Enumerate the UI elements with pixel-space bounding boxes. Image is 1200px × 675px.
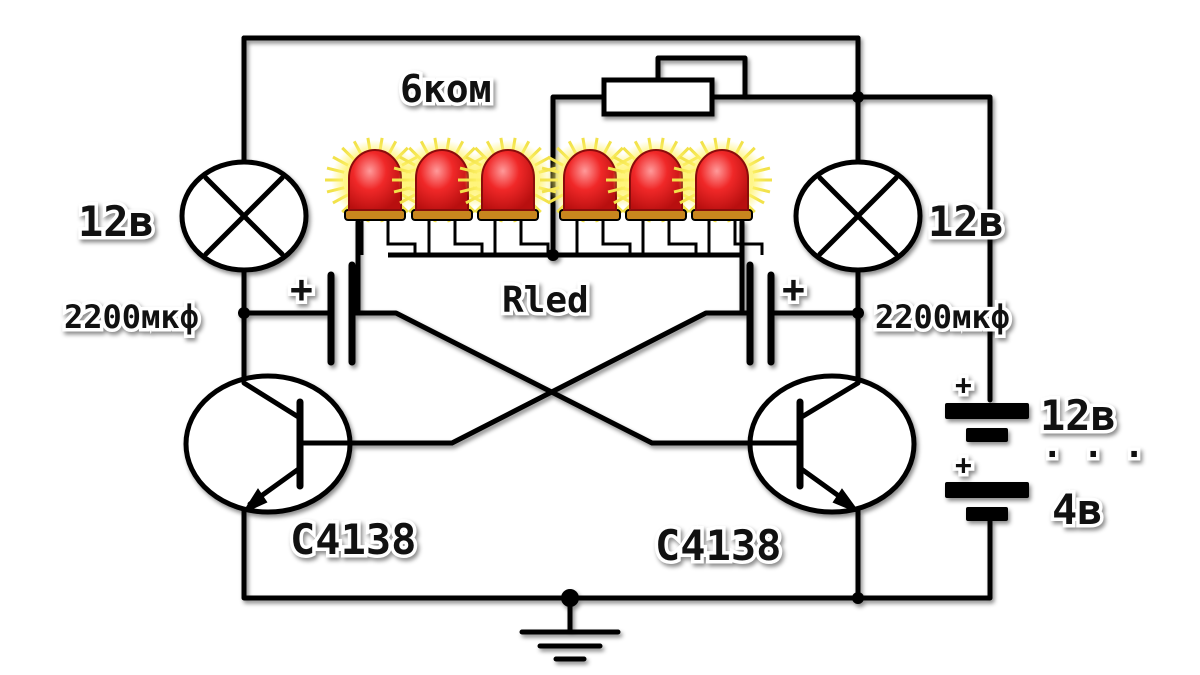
battery-4v-label: 4в [1052,485,1103,534]
lamp-right-label: 12в [928,197,1004,246]
transistor-left-label: C4138 [290,515,416,564]
junction-dot [852,307,864,319]
transistor-left [183,373,353,515]
led-dome [695,149,749,211]
led-legs [360,220,417,255]
battery-negative-wire [855,517,993,601]
led-3 [458,137,558,255]
battery-positive-wire [855,94,993,403]
pot-wiper-wire [655,55,748,100]
led-1 [325,137,425,255]
led-dome [481,149,535,211]
lamp-left [179,159,309,273]
pot-wire-left [550,94,607,258]
led-base [477,209,539,221]
cap-left-label: 2200мкф [64,298,199,336]
left-emitter-ground-wire [241,507,861,601]
led-2 [392,137,492,255]
transistor-right-label: C4138 [655,521,781,570]
led-base [625,209,687,221]
battery-12v-label: 12в [1040,391,1116,440]
battery-plus-top: + [955,368,972,401]
led-5 [606,137,706,255]
cross-wire-b [347,310,753,446]
led-legs [493,220,550,255]
led-legs [427,220,484,255]
junction-dots [238,91,864,607]
rled-label: Rled [502,280,589,321]
wires [241,35,993,635]
led-base [344,209,406,221]
junction-dot [238,307,250,319]
capacitor-left [327,261,356,366]
led-string [325,137,772,258]
cap-left-plus: + [290,267,313,311]
battery-dots: · · · [1042,435,1144,475]
junction-dot [561,589,579,607]
potentiometer-body [601,77,715,117]
led-base [559,209,621,221]
transistor-right [747,373,917,515]
led-base [411,209,473,221]
led-legs [641,220,698,255]
capacitor-right [746,261,775,366]
battery-plus-bottom: + [955,448,972,481]
ground-symbol [519,629,621,662]
resistor-6k-label: 6ком [400,67,492,111]
led-legs [575,220,632,255]
led-legs [707,220,764,255]
junction-dot [852,91,864,103]
cross-wire-a [350,310,755,446]
lamp-right [793,159,923,273]
lamp-left-label: 12в [78,197,154,246]
led-6 [672,137,772,255]
led-base [691,209,753,221]
cap-right-label: 2200мкф [875,298,1010,336]
battery [945,403,1029,521]
cap-right-plus: + [782,267,805,311]
junction-dot [852,592,864,604]
